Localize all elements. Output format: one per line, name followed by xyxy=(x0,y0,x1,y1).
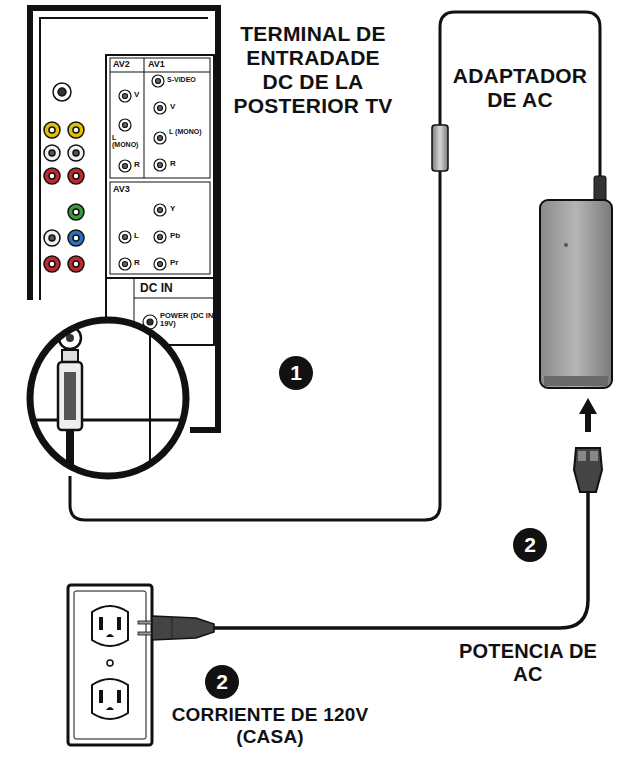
port-label: R xyxy=(134,259,144,267)
port-label: Pr xyxy=(170,259,186,267)
callout-number: 1 xyxy=(279,356,313,390)
port-label: DC IN xyxy=(140,282,212,295)
ac-plug xyxy=(138,616,214,640)
ferrite-core xyxy=(432,125,448,171)
wall-outlet xyxy=(68,585,152,745)
port-label: AV2 xyxy=(113,60,143,69)
insert-arrow xyxy=(579,398,597,432)
callout-number: 2 xyxy=(513,528,547,562)
port-label: V xyxy=(170,103,182,111)
part-label: CORRIENTE DE 120V (CASA) xyxy=(150,704,390,748)
port-label: V xyxy=(134,91,144,99)
port-label: POWER (DC IN 19V) xyxy=(160,312,214,328)
part-label: POTENCIA DE AC xyxy=(458,640,598,686)
port-label: L xyxy=(134,232,144,240)
dc-cable xyxy=(70,12,600,520)
port-label: L (MONO) xyxy=(112,134,142,149)
port-label: Y xyxy=(170,205,182,213)
port-label: AV1 xyxy=(148,60,178,69)
ac-adapter xyxy=(540,176,612,388)
magnifier xyxy=(20,318,200,490)
part-label: TERMINAL DE ENTRADADE DC DE LA POSTERIOR… xyxy=(228,22,398,119)
port-label: S-VIDEO xyxy=(167,76,211,83)
ac-cord xyxy=(214,448,602,628)
port-label: L (MONO) xyxy=(169,128,211,135)
port-label: AV3 xyxy=(113,185,143,194)
port-label: Pb xyxy=(170,232,186,240)
part-label: ADAPTADOR DE AC xyxy=(450,64,590,112)
callout-number: 2 xyxy=(205,665,239,699)
rca-jacks xyxy=(44,83,84,272)
port-label: R xyxy=(170,160,182,168)
port-label: R xyxy=(134,161,144,169)
